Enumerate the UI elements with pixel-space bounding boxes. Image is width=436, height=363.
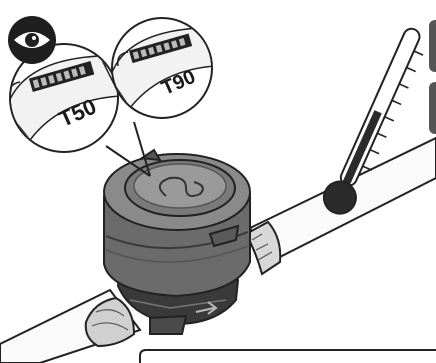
meter-cap — [104, 150, 250, 230]
side-tabs — [429, 20, 436, 134]
eye-icon — [8, 16, 56, 64]
caption-box-edge — [140, 350, 436, 363]
callout-t90: T90 — [110, 18, 216, 118]
